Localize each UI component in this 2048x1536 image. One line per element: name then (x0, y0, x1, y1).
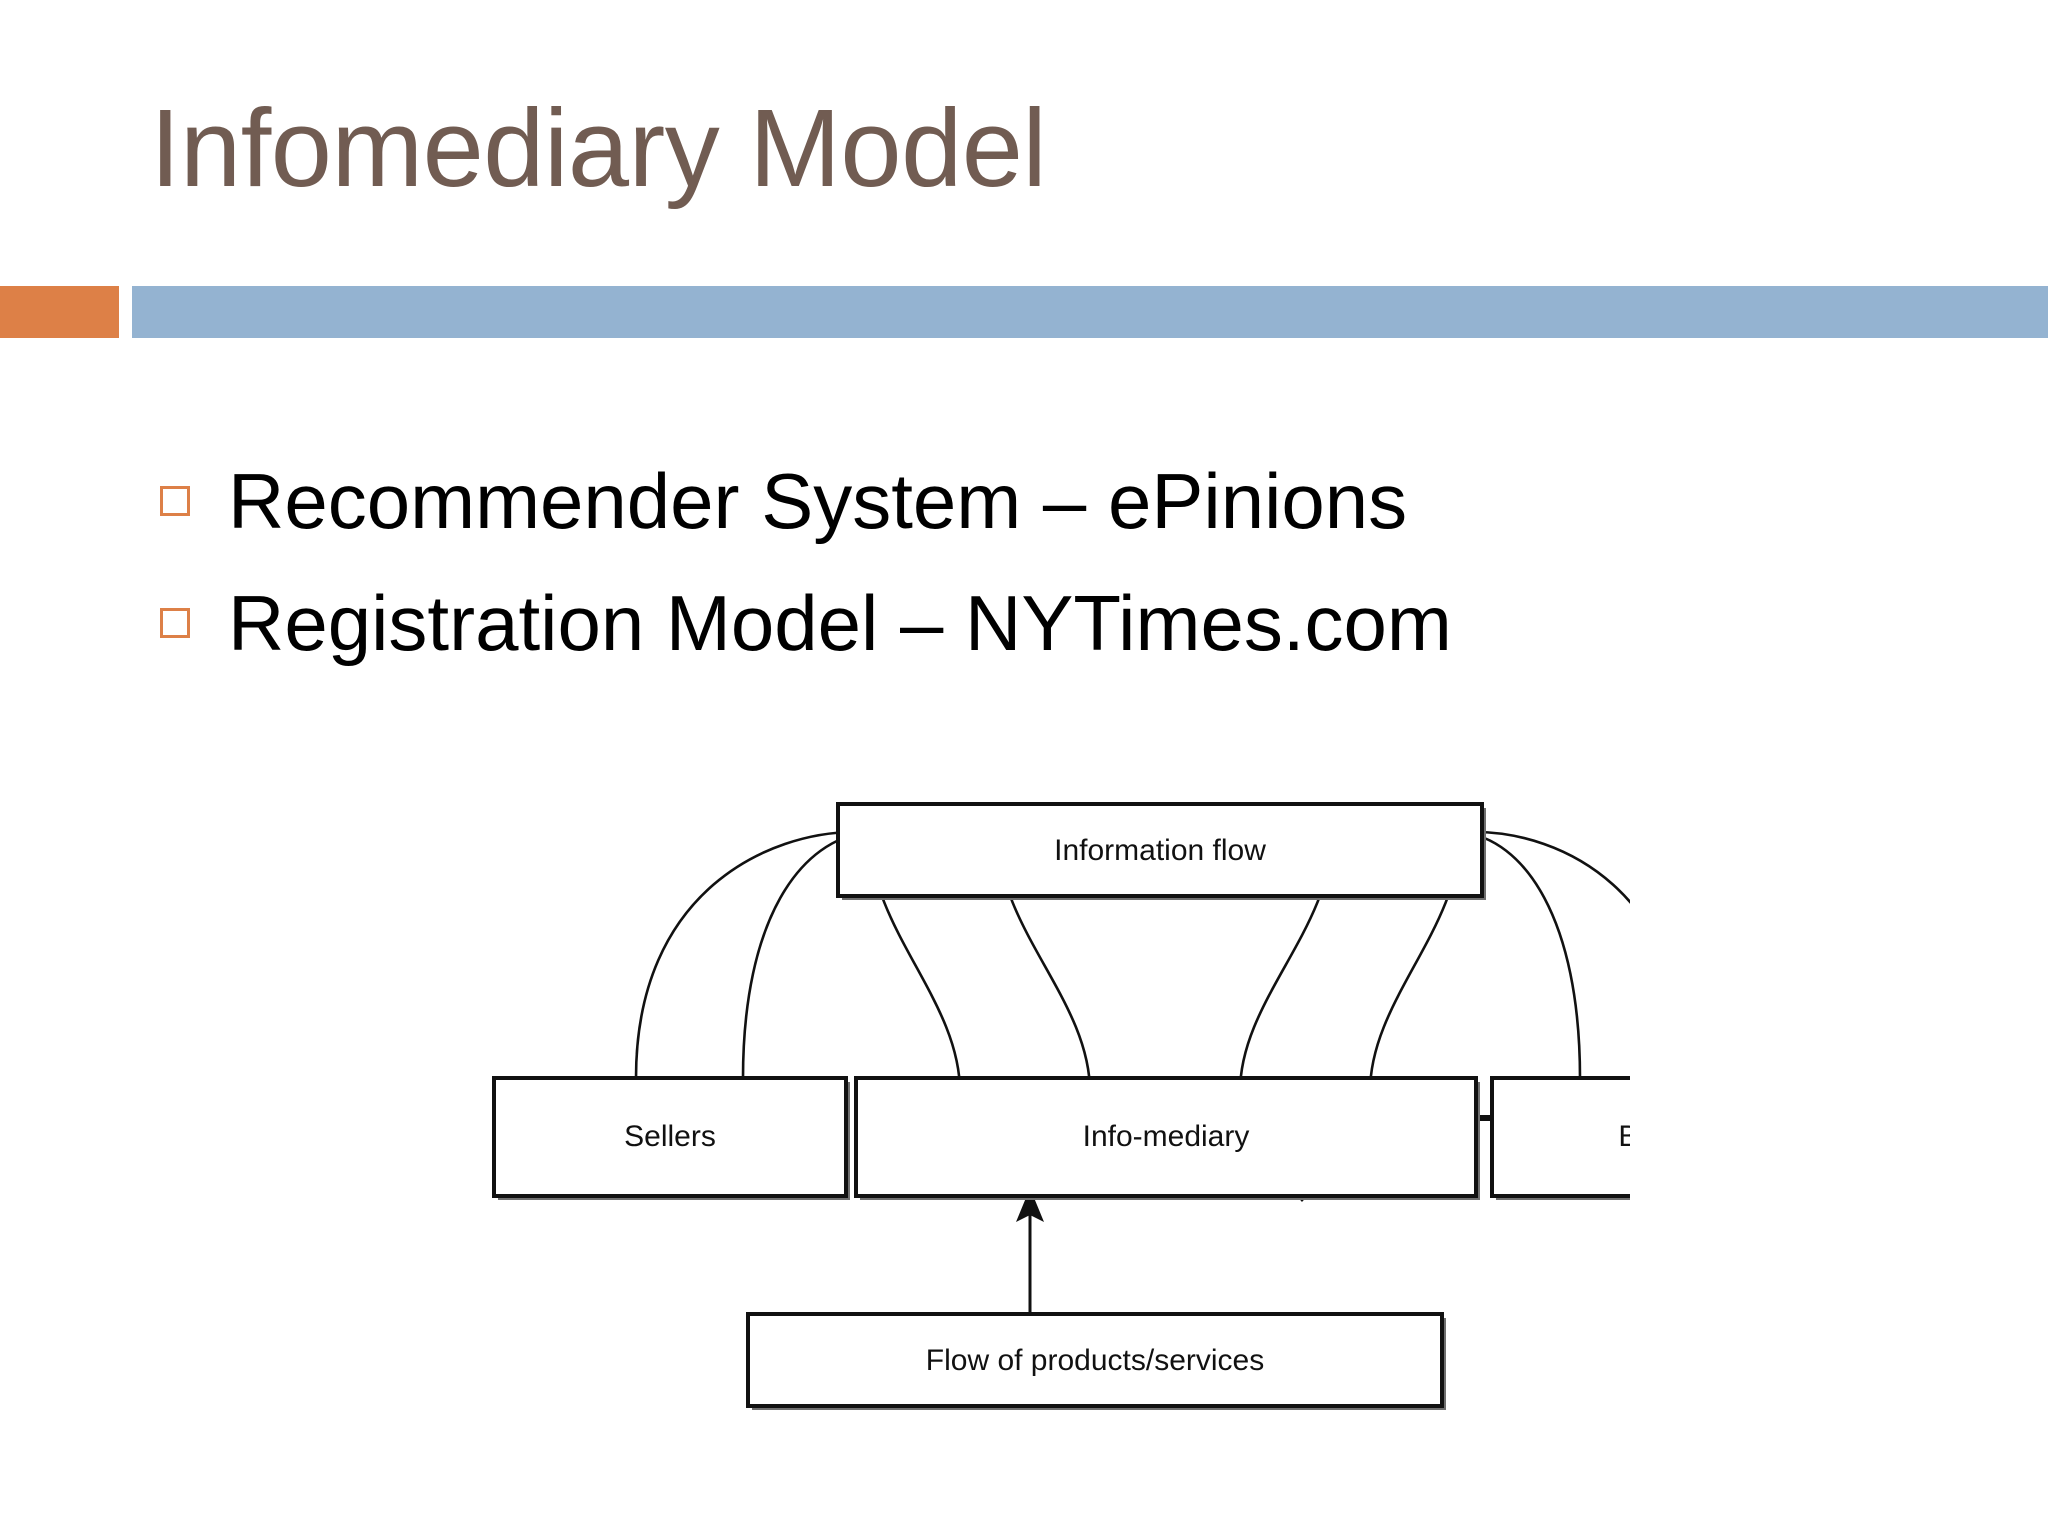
divider-accent-block (0, 286, 119, 338)
diagram-node-information-flow: Information flow (836, 802, 1486, 900)
bullet-list: Recommender System – ePinions Registrati… (160, 440, 1860, 684)
diagram-node-label: Information flow (1054, 834, 1266, 867)
divider-band (132, 286, 2048, 338)
list-item-label: Registration Model – NYTimes.com (228, 579, 1452, 667)
diagram-node-label: Info-mediary (1083, 1120, 1250, 1153)
list-item: Registration Model – NYTimes.com (160, 562, 1860, 684)
diagram-node-label: Buyers (1618, 1120, 1630, 1153)
hollow-square-bullet-icon (160, 486, 190, 516)
diagram-node-buyers: Buyers (1490, 1076, 1630, 1200)
page-title: Infomediary Model (150, 87, 1047, 210)
title-divider (0, 286, 2048, 338)
list-item-label: Recommender System – ePinions (228, 457, 1408, 545)
diagram-node-infomediary: Info-mediary (854, 1076, 1480, 1200)
curve-sellers-to-information-flow (634, 830, 871, 1079)
hollow-square-bullet-icon (160, 608, 190, 638)
list-item: Recommender System – ePinions (160, 440, 1860, 562)
arrow-products-to-infomediary (1016, 1188, 1044, 1314)
diagram-node-label: Flow of products/services (926, 1344, 1264, 1377)
diagram-node-label: Sellers (624, 1120, 716, 1153)
diagram-node-flow-of-products: Flow of products/services (746, 1312, 1446, 1410)
diagram-node-sellers: Sellers (492, 1076, 850, 1200)
infomediary-flow-diagram: Information flow Sellers Info-mediary Bu… (450, 770, 1630, 1450)
